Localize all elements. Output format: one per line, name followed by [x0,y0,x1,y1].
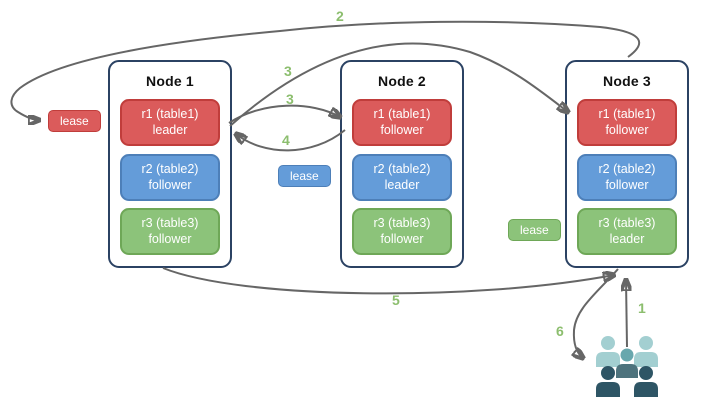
replica-name: r2 (table2) [141,161,199,176]
lease-badge-table1: lease [48,110,101,132]
person-back-left [596,336,620,367]
step-label-4: 4 [282,132,290,148]
node2-box: Node 2 r1 (table1) follower r2 (table2) … [340,60,464,268]
replica-role: follower [148,177,192,192]
step-label-3b: 3 [286,91,294,107]
lease-badge-table3: lease [508,219,561,241]
arrow-step-3-leader-to-node2-follower [228,104,340,124]
node1-replica-r2: r2 (table2) follower [120,154,220,201]
replica-role: follower [148,231,192,246]
arrow-step-5-leader-to-gateway [162,267,614,295]
node3-replica-r1: r1 (table1) follower [577,99,677,146]
node3-box: Node 3 r1 (table1) follower r2 (table2) … [565,60,689,268]
replica-role: leader [384,177,420,192]
step-label-1: 1 [638,300,646,316]
replica-name: r1 (table1) [598,106,656,121]
replica-role: follower [380,231,424,246]
person-back-right [634,336,658,367]
node3-replica-r2: r2 (table2) follower [577,154,677,201]
node1-replica-r1: r1 (table1) leader [120,99,220,146]
node3-title: Node 3 [603,73,651,89]
step-label-2: 2 [336,8,344,24]
replica-name: r3 (table3) [598,215,656,230]
replica-name: r3 (table3) [373,215,431,230]
replica-name: r1 (table1) [373,106,431,121]
lease-badge-table2: lease [278,165,331,187]
replica-name: r2 (table2) [598,161,656,176]
node3-replica-r3: r3 (table3) leader [577,208,677,255]
person-front-left [596,366,620,397]
replica-role: follower [605,177,649,192]
node2-replica-r2: r2 (table2) leader [352,154,452,201]
step-label-3a: 3 [284,63,292,79]
step-label-6: 6 [556,323,564,339]
arrow-step-2-gateway-to-leaseholder [10,20,640,120]
replica-name: r2 (table2) [373,161,431,176]
node1-box: Node 1 r1 (table1) leader r2 (table2) fo… [108,60,232,268]
step-label-5: 5 [392,292,400,308]
node2-replica-r1: r1 (table1) follower [352,99,452,146]
node1-replica-r3: r3 (table3) follower [120,208,220,255]
node1-title: Node 1 [146,73,194,89]
replica-name: r1 (table1) [141,106,199,121]
node2-replica-r3: r3 (table3) follower [352,208,452,255]
replica-role: leader [609,231,645,246]
replica-name: r3 (table3) [141,215,199,230]
arrow-step-4-follower-ack-to-leader [236,129,346,152]
node2-title: Node 2 [378,73,426,89]
replica-role: follower [605,122,649,137]
person-front-right [634,366,658,397]
replica-role: leader [152,122,188,137]
person-center [616,348,638,378]
users-group-icon [592,333,664,404]
replica-role: follower [380,122,424,137]
